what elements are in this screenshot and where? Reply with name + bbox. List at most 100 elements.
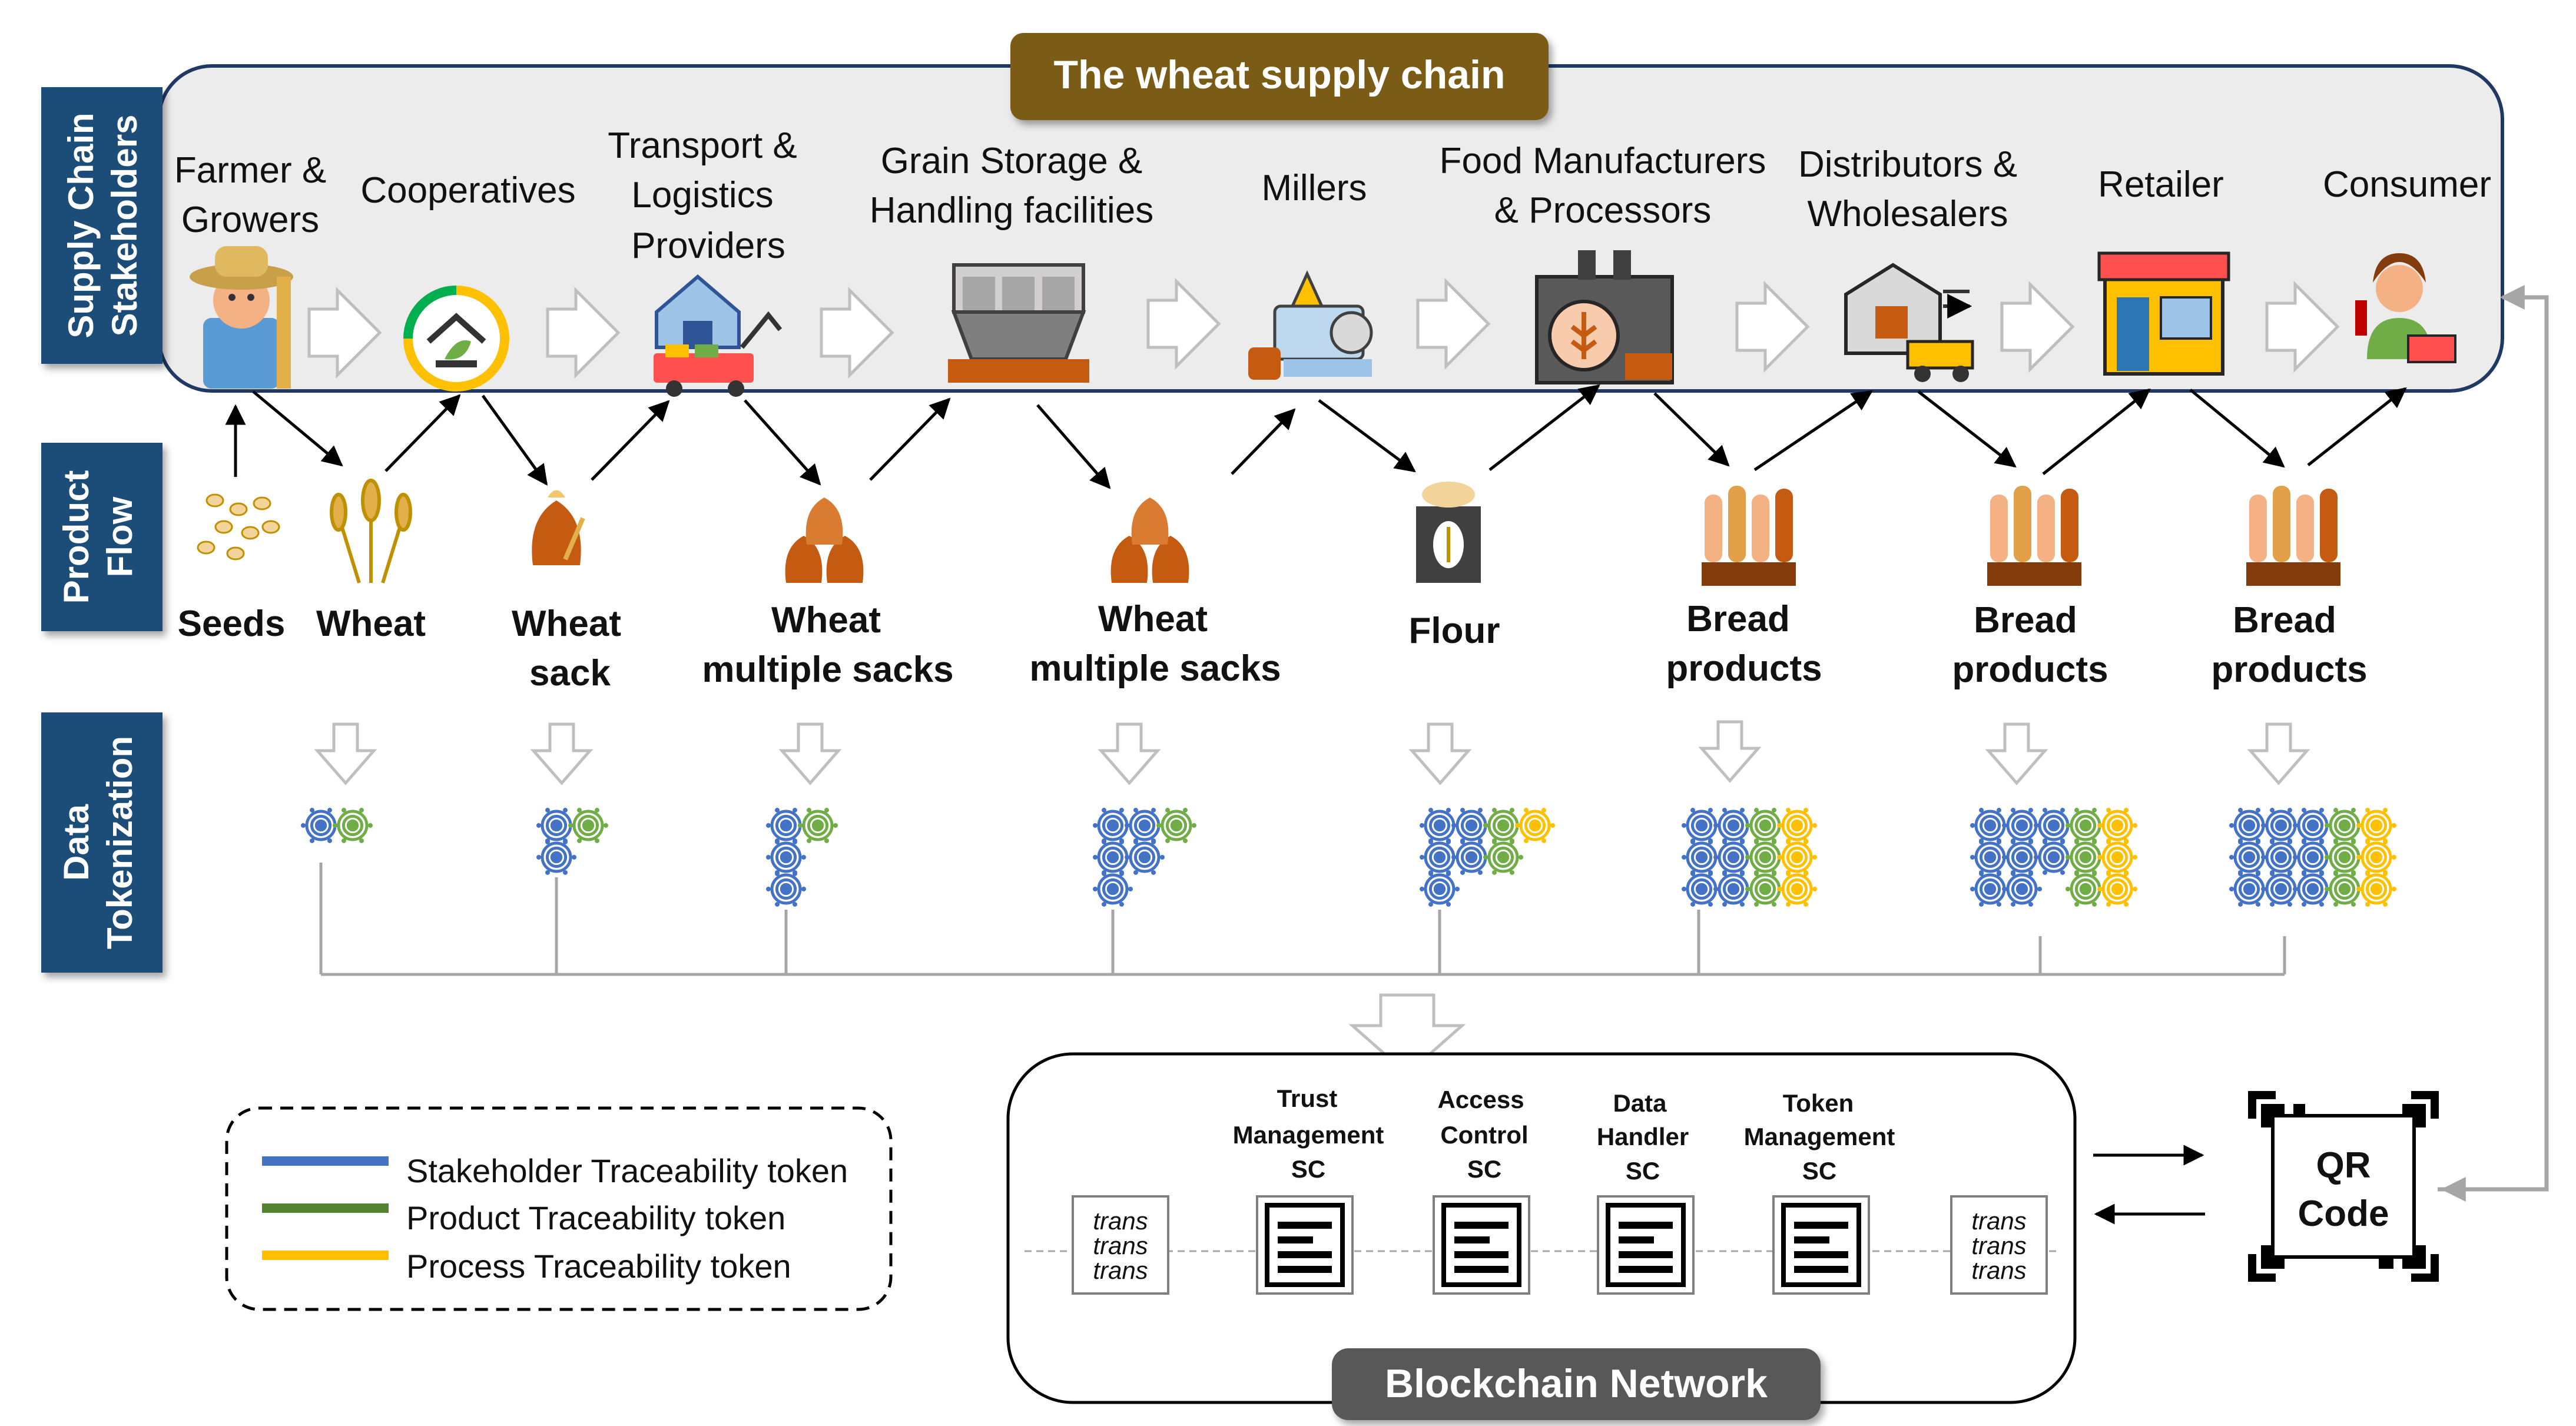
transport-icon: [654, 274, 783, 397]
qr-label-line-1: QR: [2316, 1145, 2371, 1186]
stakeholder-token: [766, 840, 806, 875]
shop-icon: [2097, 251, 2230, 376]
bread-basket-icon-1: [1702, 486, 1796, 586]
to-blockchain-arrow: [1348, 993, 1466, 1076]
stakeholder-token: [2293, 871, 2333, 907]
trace-arrow-bread-distributor: [1753, 390, 1873, 472]
product-labels: Seeds Wheat Wheat sack Wheat multiple sa…: [178, 599, 2368, 694]
stakeholder-retailer: Retailer: [2098, 164, 2224, 205]
sc-data-line-3: SC: [1626, 1157, 1660, 1185]
trace-arrow-sack-transport: [591, 400, 670, 481]
stakeholder-farmer-line-1: Farmer &: [174, 150, 326, 191]
product-sack-line-1: Wheat: [512, 603, 621, 644]
sc-access-line-3: SC: [1467, 1155, 1501, 1183]
sc-token-icon: [1772, 1195, 1870, 1295]
blockchain-label: Blockchain Network: [1385, 1361, 1768, 1406]
stakeholder-storage-line-1: Grain Storage &: [881, 141, 1143, 181]
legend-label-product: Product Traceability token: [406, 1199, 785, 1236]
seeds-icon: [197, 493, 280, 561]
warehouse-truck-icon: [1844, 263, 1972, 382]
trace-arrow-bread-retailer: [2042, 388, 2151, 475]
bread-basket-icon-2: [1987, 486, 2081, 586]
trace-arrow-coop-sack: [481, 394, 548, 486]
product-bread-c-line-2: products: [2211, 649, 2367, 690]
trans-left-1: trans: [1093, 1207, 1148, 1235]
process-token: [2356, 840, 2396, 875]
factory-icon: [1535, 250, 1674, 384]
qr-code[interactable]: QR Code: [2248, 1091, 2439, 1282]
token-clusters: [301, 808, 2396, 907]
trace-arrow-transport-sacks: [744, 399, 821, 486]
down-arrow-3: [778, 722, 842, 785]
token-collector-lines: [319, 863, 2286, 976]
stakeholder-token: [1682, 840, 1722, 875]
trans-right-2: trans: [1971, 1232, 2026, 1259]
row-label-stakeholders-line-2: Stakeholders: [105, 115, 144, 337]
stakeholder-transport-line-1: Transport &: [608, 125, 797, 166]
token-cluster-1: [301, 808, 373, 843]
trans-block-left: trans trans trans: [1072, 1195, 1169, 1295]
product-token: [333, 808, 373, 843]
row-label-product-flow: Product Flow: [41, 443, 163, 631]
sc-access-line-1: Access: [1437, 1086, 1524, 1113]
flow-arrow-4: [1146, 277, 1221, 370]
product-token: [798, 808, 838, 843]
token-cluster-2: [536, 808, 608, 875]
token-cluster-8: [2229, 808, 2396, 907]
trace-arrow-farmer-wheat: [252, 390, 343, 467]
down-arrow-1: [314, 722, 377, 785]
trace-arrow-sacks-storage: [869, 397, 951, 481]
stakeholder-token: [301, 808, 341, 843]
process-token: [1515, 808, 1555, 843]
legend: Stakeholder Traceability token Product T…: [225, 1106, 893, 1311]
sacks-icon-1: [785, 498, 864, 583]
product-token: [1745, 808, 1785, 843]
trace-arrow-sacks-miller: [1231, 408, 1296, 475]
trace-arrow-flour-manufacturer: [1488, 384, 1600, 471]
product-token: [568, 808, 608, 843]
product-wheat: Wheat: [316, 603, 426, 644]
stakeholder-distributors-line-2: Wholesalers: [1807, 194, 2008, 234]
product-sacks-a-line-1: Wheat: [771, 600, 881, 641]
stakeholder-token: [1125, 840, 1165, 875]
down-arrow-2: [530, 722, 594, 785]
stakeholder-token: [2261, 808, 2301, 843]
process-token: [1777, 808, 1817, 843]
token-cluster-3: [766, 808, 838, 907]
qr-label-box: [2271, 1114, 2416, 1259]
product-token: [1483, 840, 1523, 875]
down-arrow-5: [1408, 722, 1472, 785]
product-sacks-b-line-2: multiple sacks: [1029, 648, 1281, 689]
stakeholder-token: [2293, 840, 2333, 875]
sc-token-line-3: SC: [1802, 1157, 1836, 1185]
product-token: [1745, 871, 1785, 907]
product-bread-b-line-1: Bread: [1974, 600, 2077, 641]
trans-left-2: trans: [1093, 1232, 1148, 1259]
row-label-product-line-2: Flow: [100, 496, 140, 577]
trans-block-right: trans trans trans: [1950, 1195, 2048, 1295]
diagram-title: The wheat supply chain: [1053, 52, 1505, 97]
trace-arrow-bread-consumer: [2307, 387, 2407, 466]
stakeholder-token: [536, 840, 576, 875]
legend-label-stakeholder: Stakeholder Traceability token: [406, 1152, 848, 1189]
stakeholder-token: [1420, 871, 1460, 907]
stakeholder-token: [1713, 871, 1753, 907]
product-bread-b-line-2: products: [1952, 649, 2108, 690]
mill-icon: [1248, 270, 1373, 380]
product-token: [2066, 808, 2106, 843]
product-bread-c-line-1: Bread: [2233, 600, 2336, 641]
flow-arrow-7: [2000, 280, 2075, 373]
qr-label-line-2: Code: [2298, 1193, 2389, 1234]
row-label-tokenization: Data Tokenization: [41, 712, 163, 973]
process-token: [2356, 808, 2396, 843]
sc-access-line-2: Control: [1440, 1121, 1528, 1149]
stakeholder-manufacturers-line-1: Food Manufacturers: [1440, 141, 1766, 181]
legend-swatch-stakeholder: [262, 1156, 389, 1166]
stakeholder-millers: Millers: [1261, 168, 1367, 208]
row-label-stakeholders-line-1: Supply Chain: [61, 112, 101, 338]
stakeholder-token: [2002, 871, 2042, 907]
token-cluster-5: [1420, 808, 1555, 907]
stakeholder-storage-line-2: Handling facilities: [870, 190, 1153, 231]
product-token: [1156, 808, 1196, 843]
product-token: [2066, 871, 2106, 907]
